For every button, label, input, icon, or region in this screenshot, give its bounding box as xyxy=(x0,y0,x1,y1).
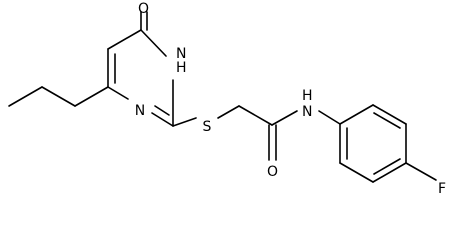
bond-ca-cb xyxy=(41,86,76,107)
atom-label-fluorine: F xyxy=(438,181,446,197)
bond-n-aryl xyxy=(318,110,341,125)
fluorophenyl-ring xyxy=(339,104,437,183)
atom-label-ring-nh-n: N xyxy=(176,46,186,62)
bond-cb-cc xyxy=(8,86,43,107)
atom-label-amide-n: N xyxy=(302,104,312,120)
bond-ar4-f xyxy=(405,162,437,181)
bond-n1-c2-inner xyxy=(154,105,170,116)
atom-label-ring-carbonyl-o: O xyxy=(138,1,149,17)
bond-ch2-co xyxy=(238,105,273,126)
bond-c6-ca xyxy=(74,86,109,107)
thioacetamide-linker xyxy=(172,105,341,161)
bond-s-ch2 xyxy=(217,105,240,119)
bond-n3-c4 xyxy=(140,29,167,57)
bond-ar2-ar3 xyxy=(372,104,407,125)
bond-ar4-ar5 xyxy=(372,162,407,183)
atom-label-sulfur: S xyxy=(203,119,212,135)
bond-n1-c2 xyxy=(151,112,174,127)
bond-c4-c5 xyxy=(107,29,142,50)
atom-label-ring-n-lower: N xyxy=(135,103,145,119)
bond-co-n xyxy=(271,110,298,126)
atom-labels: O H N N S H N O F xyxy=(135,1,446,197)
pyrimidinone-ring xyxy=(107,11,174,127)
atom-label-ring-nh-h: H xyxy=(176,60,187,76)
atom-label-amide-h: H xyxy=(302,88,313,104)
bond-c6-n1 xyxy=(107,86,129,100)
propyl-chain xyxy=(8,86,109,107)
bond-c2-s xyxy=(172,117,197,127)
bond-ar2-ar3-inner xyxy=(373,112,401,129)
molecule-structure: O H N N S H N O F xyxy=(8,1,446,197)
atom-label-amide-o: O xyxy=(267,164,278,180)
bond-ar4-ar5-inner xyxy=(373,158,401,175)
bond-ar1-ar2 xyxy=(339,104,374,125)
bond-ar5-ar6 xyxy=(339,162,374,183)
